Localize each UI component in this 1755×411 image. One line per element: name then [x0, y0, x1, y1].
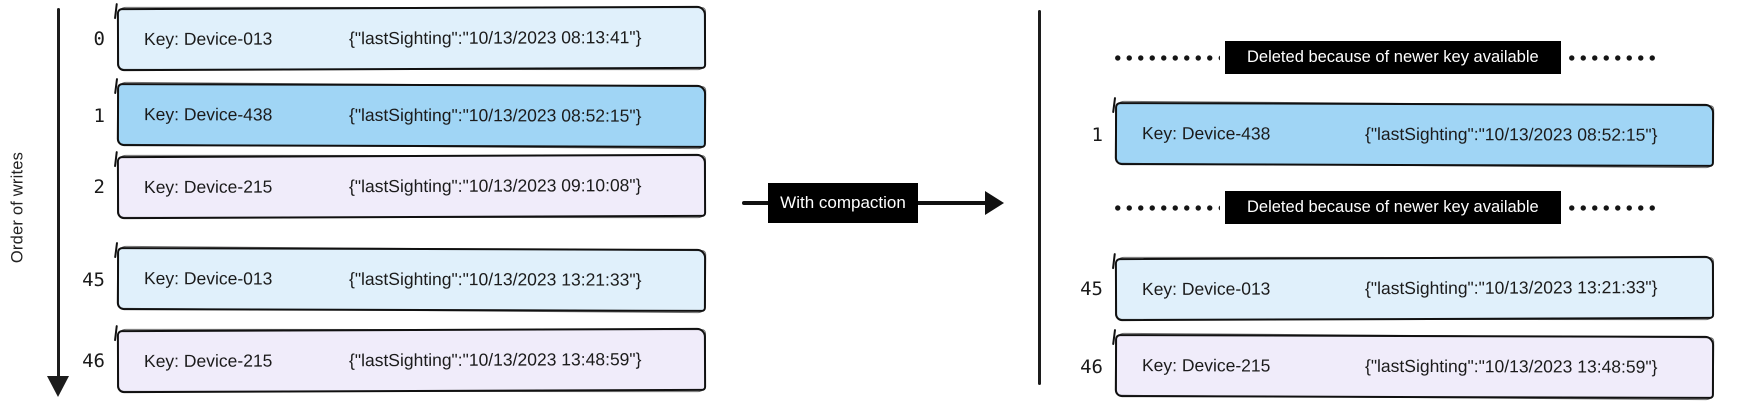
record-offset: 2 — [93, 175, 105, 198]
compaction-label: With compaction — [768, 183, 918, 223]
record-box: Key: Device-215 {"lastSighting":"10/13/2… — [116, 327, 707, 394]
record-value: {"lastSighting":"10/13/2023 08:52:15"} — [348, 104, 642, 126]
record-value: {"lastSighting":"10/13/2023 13:21:33"} — [348, 268, 642, 290]
deleted-label-box: Deleted because of newer key available — [1225, 191, 1561, 224]
log-record-row: 1 Key: Device-438 {"lastSighting":"10/13… — [94, 83, 707, 148]
record-key: Key: Device-013 — [143, 28, 273, 50]
log-record-row: 45 Key: Device-013 {"lastSighting":"10/1… — [82, 247, 707, 312]
log-record-row: 0 Key: Device-013 {"lastSighting":"10/13… — [94, 5, 707, 72]
log-record-row: 46 Key: Device-215 {"lastSighting":"10/1… — [82, 327, 707, 394]
down-arrowhead-icon — [47, 376, 69, 397]
right-arrowhead-icon — [985, 191, 1004, 215]
deleted-label-box: Deleted because of newer key available — [1225, 41, 1561, 74]
log-record-row: 1 Key: Device-438 {"lastSighting":"10/13… — [1092, 102, 1715, 167]
record-key: Key: Device-013 — [1141, 278, 1271, 300]
record-box: Key: Device-438 {"lastSighting":"10/13/2… — [116, 83, 707, 148]
record-offset: 0 — [93, 27, 105, 50]
record-offset: 1 — [1091, 123, 1103, 146]
axis-label: Order of writes — [8, 151, 27, 264]
record-offset: 46 — [1080, 355, 1103, 378]
record-key: Key: Device-013 — [143, 268, 273, 289]
record-box: Key: Device-013 {"lastSighting":"10/13/2… — [116, 5, 707, 72]
record-box: Key: Device-013 {"lastSighting":"10/13/2… — [116, 247, 707, 312]
record-key: Key: Device-215 — [143, 176, 273, 198]
deleted-marker-row: Deleted because of newer key available — [1112, 41, 1656, 74]
order-of-writes-axis-line — [57, 8, 60, 380]
record-offset: 45 — [1080, 277, 1103, 300]
record-value: {"lastSighting":"10/13/2023 09:10:08"} — [348, 175, 642, 197]
record-value: {"lastSighting":"10/13/2023 13:48:59"} — [348, 349, 642, 371]
record-box: Key: Device-215 {"lastSighting":"10/13/2… — [1114, 334, 1715, 399]
record-box: Key: Device-215 {"lastSighting":"10/13/2… — [116, 153, 707, 220]
dotted-line — [1565, 54, 1656, 61]
dotted-line — [1565, 204, 1656, 211]
record-value: {"lastSighting":"10/13/2023 08:13:41"} — [348, 27, 642, 49]
log-record-row: 2 Key: Device-215 {"lastSighting":"10/13… — [94, 153, 707, 220]
record-value: {"lastSighting":"10/13/2023 13:21:33"} — [1364, 277, 1658, 299]
log-record-row: 45 Key: Device-013 {"lastSighting":"10/1… — [1080, 255, 1715, 322]
record-offset: 1 — [93, 104, 105, 127]
record-key: Key: Device-215 — [143, 350, 273, 372]
record-offset: 45 — [82, 268, 105, 291]
record-key: Key: Device-438 — [1141, 123, 1271, 144]
deleted-marker-row: Deleted because of newer key available — [1112, 191, 1656, 224]
compacted-log-axis-line — [1038, 10, 1041, 385]
record-value: {"lastSighting":"10/13/2023 13:48:59"} — [1364, 355, 1658, 377]
record-box: Key: Device-438 {"lastSighting":"10/13/2… — [1114, 102, 1715, 167]
dotted-line — [1112, 204, 1220, 211]
log-record-row: 46 Key: Device-215 {"lastSighting":"10/1… — [1080, 334, 1715, 399]
record-key: Key: Device-438 — [143, 104, 273, 125]
record-key: Key: Device-215 — [1141, 355, 1271, 376]
record-box: Key: Device-013 {"lastSighting":"10/13/2… — [1114, 255, 1715, 322]
dotted-line — [1112, 54, 1220, 61]
record-value: {"lastSighting":"10/13/2023 08:52:15"} — [1364, 123, 1658, 145]
record-offset: 46 — [82, 349, 105, 372]
